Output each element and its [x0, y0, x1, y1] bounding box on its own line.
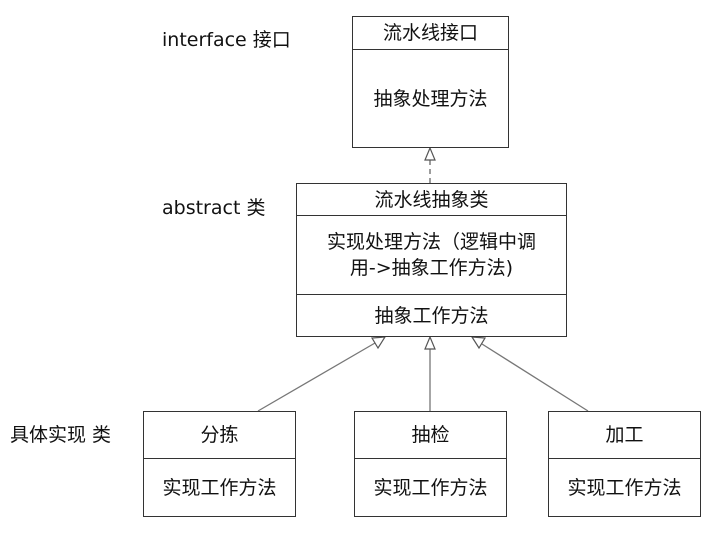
abstract-method-divider [297, 294, 566, 295]
abstract-class-title: 流水线抽象类 [374, 188, 489, 211]
inheritance-arrowhead-process [470, 336, 487, 350]
impl-divider [355, 458, 506, 459]
interface-title: 流水线接口 [382, 22, 478, 44]
interface-box: 流水线接口 抽象处理方法 [352, 16, 509, 148]
interface-method: 抽象处理方法 [373, 87, 488, 110]
concrete-method-block: 实现处理方法（逻辑中调 用->抽象工作方法) [297, 216, 566, 294]
inheritance-line-sort [257, 342, 376, 412]
concrete-method-line-1: 实现处理方法（逻辑中调 [326, 231, 536, 253]
concrete-method-line-2: 用->抽象工作方法) [349, 257, 514, 279]
abstract-class-box: 流水线抽象类 实现处理方法（逻辑中调 用->抽象工作方法) 抽象工作方法 [296, 183, 567, 337]
impl-divider [549, 458, 700, 459]
inheritance-arrowhead-sort [370, 336, 387, 350]
abstract-title-divider [297, 215, 566, 216]
inheritance-arrowhead-inspect [424, 335, 436, 350]
impl-title: 抽检 [411, 424, 450, 446]
interface-label: interface 接口 [162, 29, 291, 51]
concrete-label: 具体实现 类 [10, 424, 112, 446]
impl-box-sort: 分拣 实现工作方法 [143, 411, 296, 517]
abstract-method: 抽象工作方法 [374, 304, 489, 327]
impl-title: 加工 [605, 424, 644, 446]
realization-arrowhead [424, 146, 436, 161]
impl-method: 实现工作方法 [567, 476, 682, 499]
interface-divider [353, 49, 508, 50]
impl-title: 分拣 [200, 424, 239, 446]
impl-box-process: 加工 实现工作方法 [548, 411, 701, 517]
inheritance-line-process [481, 343, 589, 412]
impl-method: 实现工作方法 [162, 476, 277, 499]
abstract-label: abstract 类 [162, 197, 266, 219]
impl-divider [144, 458, 295, 459]
impl-box-inspect: 抽检 实现工作方法 [354, 411, 507, 517]
impl-method: 实现工作方法 [373, 476, 488, 499]
